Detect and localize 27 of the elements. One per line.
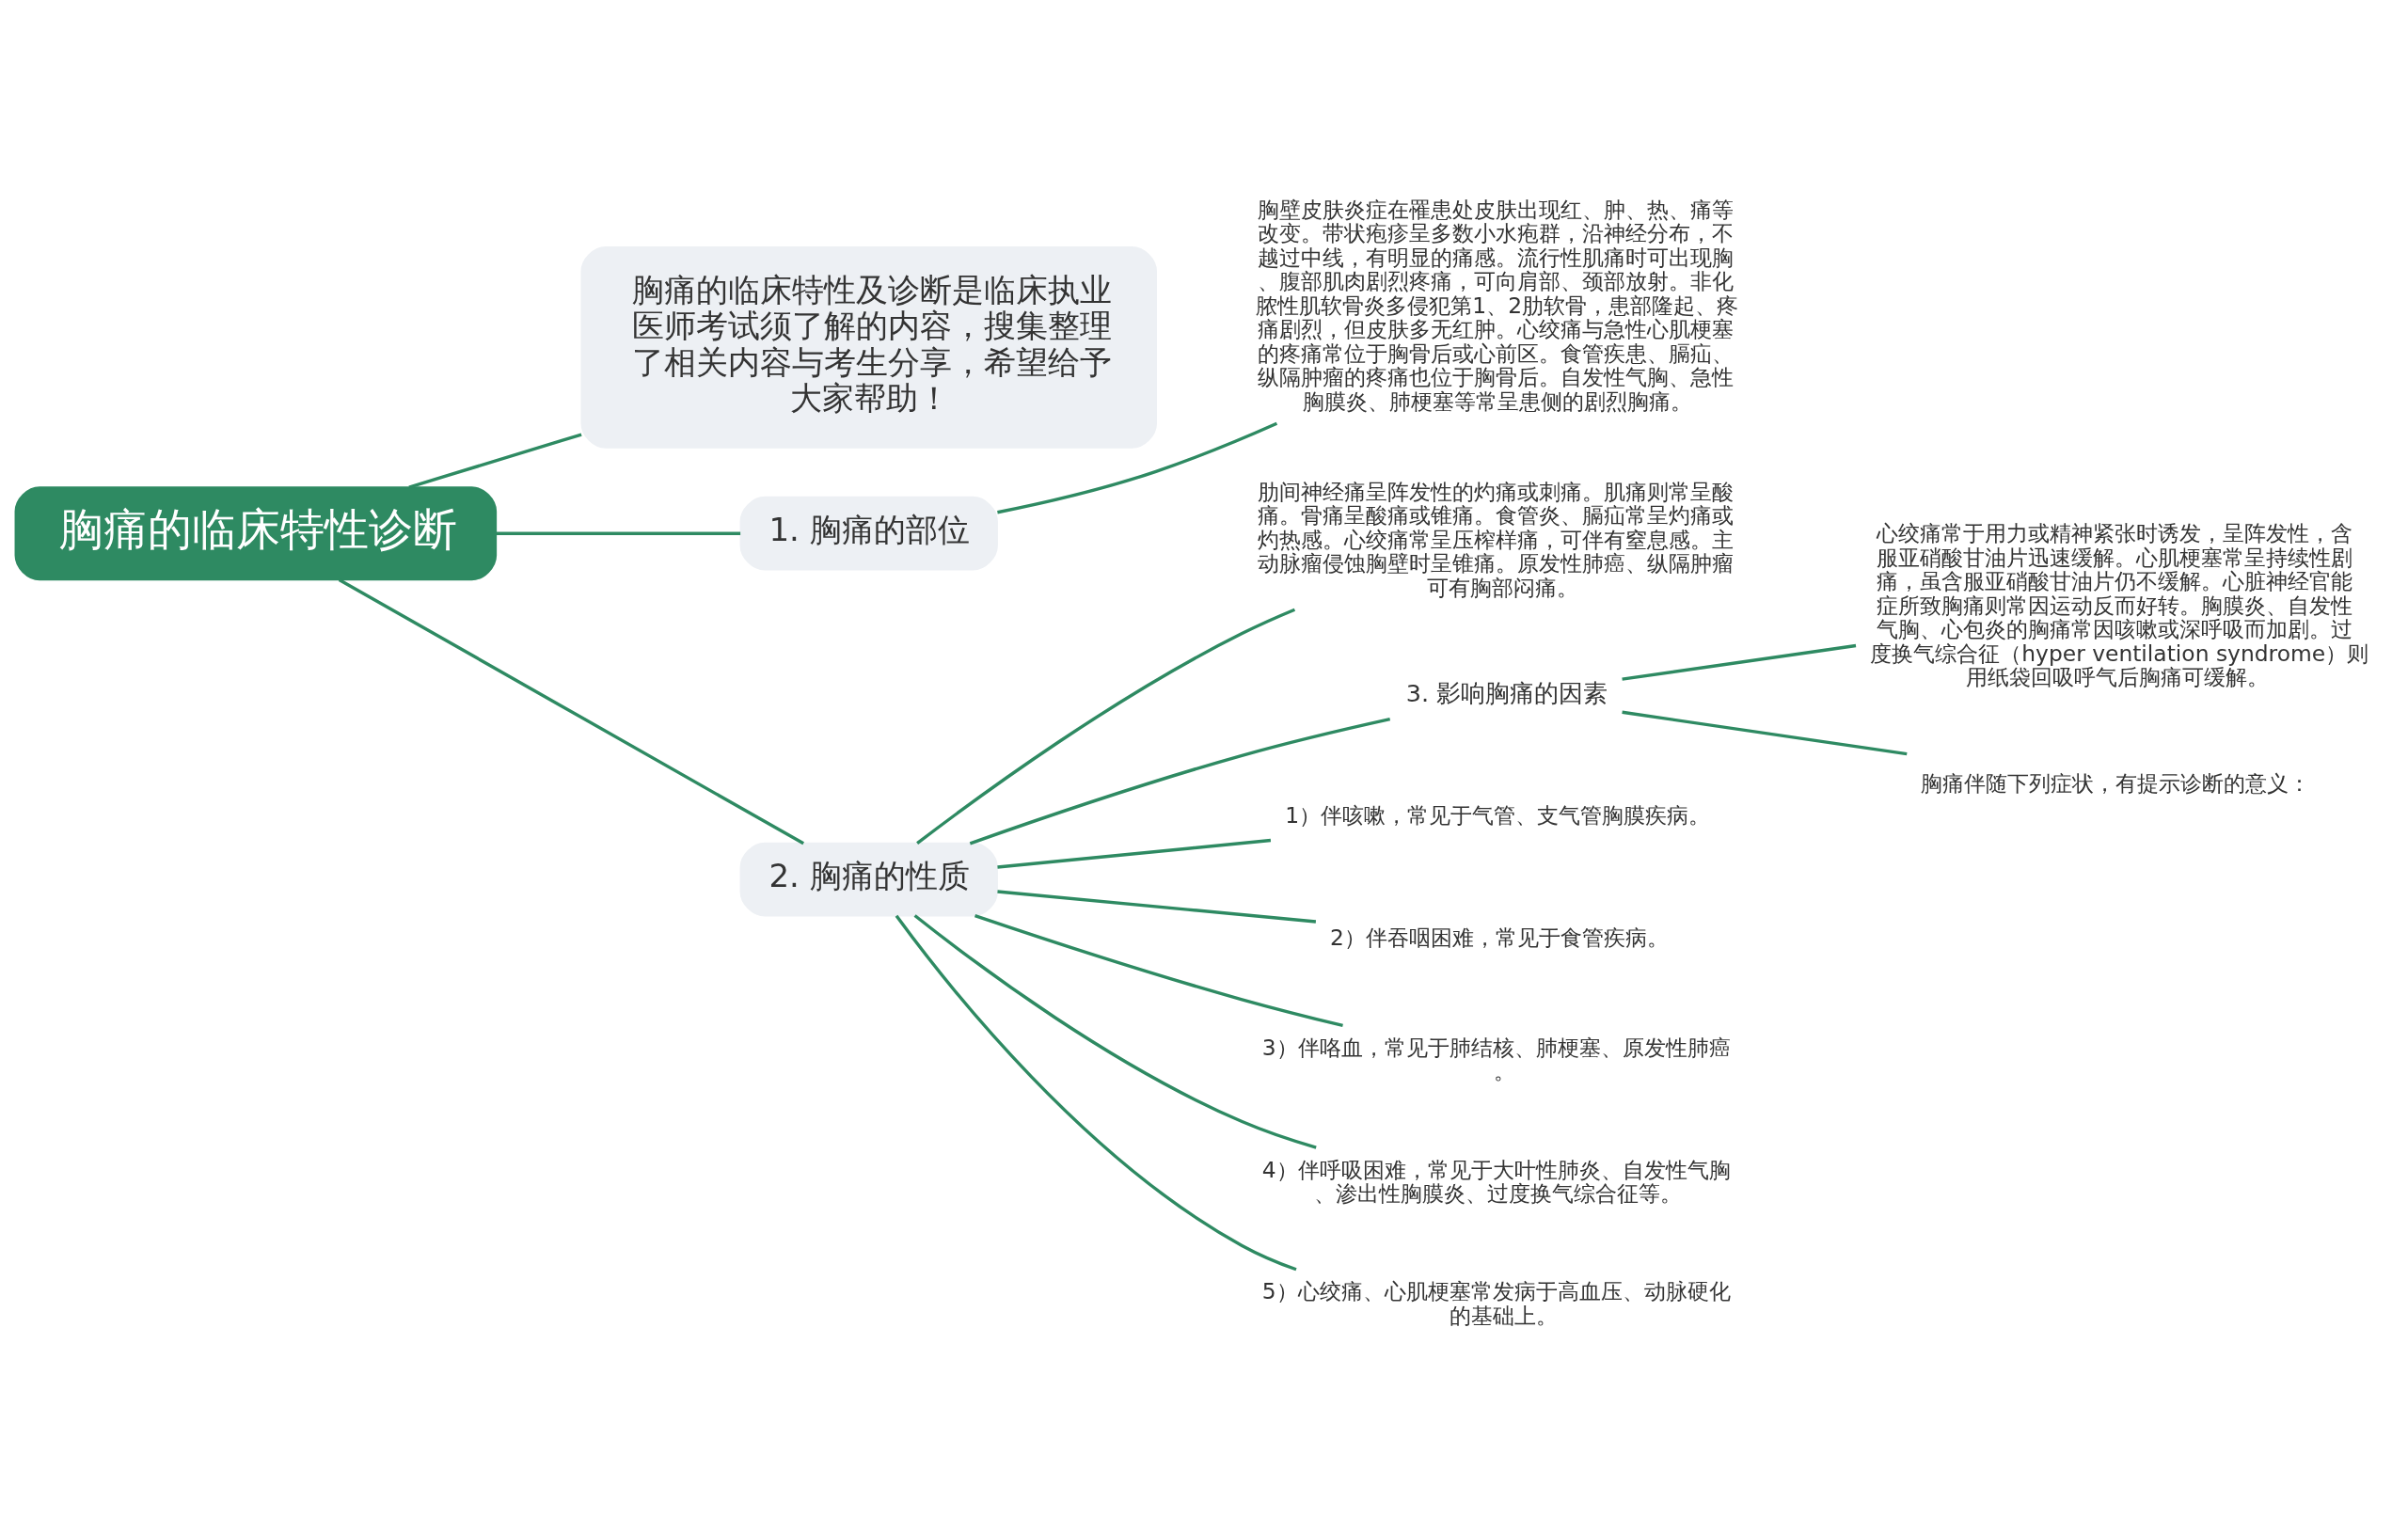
connector — [1622, 643, 1857, 681]
connector — [974, 914, 1343, 1028]
node-text: 1）伴咳嗽，常见于气管、支气管胸膜疾病。 — [1285, 802, 1711, 830]
node-text: 心绞痛常于用力或精神紧张时诱发，呈阵发性，含服亚硝酸甘油片迅速缓解。心肌梗塞常呈持续性剧痛，虽含服亚硝酸甘油片仍不缓解。心脏神经官能症所致胸痛则常因运动反而好转。胸膜炎、自发性气胸、心包炎的胸痛常因咳嗽或深呼吸而加剧。过度换气综合征（hyper ventilation syndrome）则用纸袋回吸呼气后胸痛可缓解。 — [1870, 520, 2369, 691]
connector — [997, 421, 1278, 514]
node-box: 胸痛的临床特性及诊断是临床执业医师考试须了解的内容，搜集整理了相关内容与考生分享，希望给予大家帮助！ — [580, 246, 1157, 449]
node-box: 胸痛的临床特性诊断 — [14, 486, 498, 581]
connector — [895, 914, 1297, 1272]
node-text: 肋间神经痛呈阵发性的灼痛或刺痛。肌痛则常呈酸痛。骨痛呈酸痛或锥痛。食管炎、膈疝常呈灼痛或灼热感。心绞痛常呈压榨样痛，可伴有窒息感。主动脉瘤侵蚀胸壁时呈锥痛。原发性肺癌、纵隔肿瘤可有胸部闷痛。 — [1258, 478, 1735, 601]
connector — [913, 914, 1317, 1149]
connector — [997, 838, 1272, 869]
node-box: 1. 胸痛的部位 — [739, 496, 998, 571]
node-box: 2. 胸痛的性质 — [739, 842, 998, 917]
connector — [408, 433, 582, 489]
node-text: 3）伴咯血，常见于肺结核、肺梗塞、原发性肺癌。 — [1261, 1034, 1731, 1085]
node-text: 胸痛伴随下列症状，有提示诊断的意义： — [1921, 770, 2311, 798]
connector — [496, 531, 741, 535]
connector — [969, 717, 1391, 846]
connector — [1622, 710, 1908, 756]
node-text: 4）伴呼吸困难，常见于大叶性肺炎、自发性气胸、渗出性胸膜炎、过度换气综合征等。 — [1261, 1156, 1731, 1208]
connector — [997, 890, 1317, 924]
node-text: 胸壁皮肤炎症在罹患处皮肤出现红、肿、热、痛等改变。带状疱疹呈多数小水疱群，沿神经分布，不越过中线，有明显的痛感。流行性肌痛时可出现胸、腹部肌肉剧烈疼痛，可向肩部、颈部放射。非化脓性肌软骨炎多侵犯第1、2肋软骨，患部隆起、疼痛剧烈，但皮肤多无红肿。心绞痛与急性心肌梗塞的疼痛常位于胸骨后或心前区。食管疾患、膈疝、纵隔肿瘤的疼痛也位于胸骨后。自发性气胸、急性胸膜炎、肺梗塞等常呈患侧的剧烈胸痛。 — [1256, 196, 1739, 415]
connector — [916, 608, 1296, 845]
connector — [338, 577, 804, 846]
node-text: 5）心绞痛、心肌梗塞常发病于高血压、动脉硬化的基础上。 — [1261, 1278, 1731, 1329]
node-text: 2）伴吞咽困难，常见于食管疾病。 — [1330, 924, 1669, 951]
node-text: 3. 影响胸痛的因素 — [1405, 679, 1608, 708]
